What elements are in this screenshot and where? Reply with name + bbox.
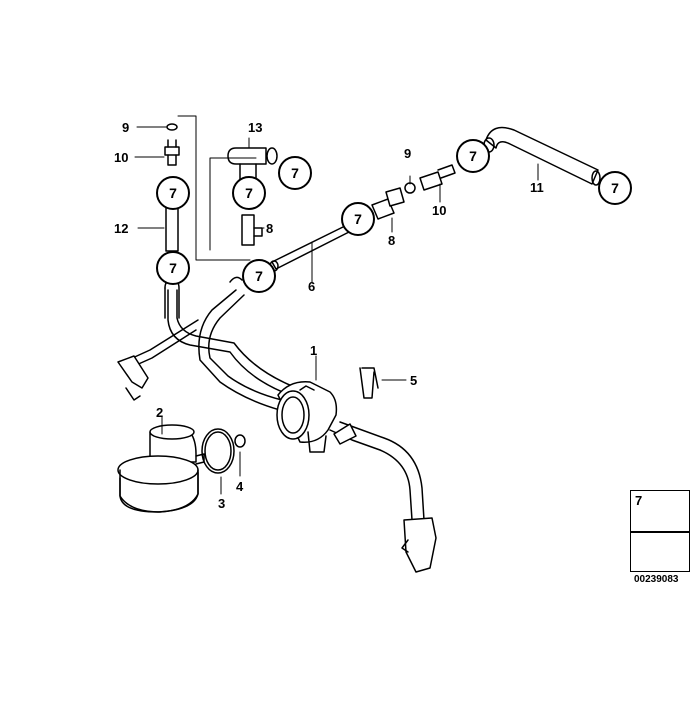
callout-7-g: 7	[456, 139, 490, 173]
clip-5	[359, 367, 379, 399]
label-part-10: 10	[114, 150, 129, 165]
callout-7-h: 7	[598, 171, 632, 205]
label-part-6: 6	[308, 279, 316, 294]
leader-lines	[134, 126, 539, 495]
label-part-2: 2	[156, 405, 164, 420]
label-part-13: 13	[248, 120, 263, 135]
callout-7-d: 7	[278, 156, 312, 190]
label-part-3: 3	[218, 496, 226, 511]
canister-1	[276, 381, 338, 453]
connector-right	[371, 164, 456, 220]
legend-part-number: 7	[635, 493, 643, 508]
assembly-lines	[177, 115, 257, 261]
label-part-10b: 10	[432, 203, 447, 218]
label-part-8a: 8	[266, 221, 274, 236]
hose-6	[269, 225, 350, 272]
callout-7-a: 7	[156, 176, 190, 210]
valve-assembly-left	[164, 123, 180, 319]
callout-7-f: 7	[341, 202, 375, 236]
callout-7-c: 7	[232, 176, 266, 210]
label-part-12: 12	[114, 221, 129, 236]
diagram-id: 00239083	[634, 574, 679, 585]
pump-2	[117, 424, 205, 513]
label-part-11: 11	[530, 180, 544, 195]
label-part-4: 4	[236, 479, 244, 494]
outlet-hose	[329, 421, 437, 573]
callout-7-b: 7	[156, 251, 190, 285]
callout-7-e: 7	[242, 259, 276, 293]
hose-11	[483, 126, 601, 186]
label-part-8b: 8	[388, 233, 396, 248]
pipe-bundle	[117, 276, 293, 411]
legend-box: 7	[630, 490, 690, 572]
label-part-5: 5	[410, 373, 418, 388]
label-part-9b: 9	[404, 146, 412, 161]
label-part-9: 9	[122, 120, 130, 135]
tee-fitting	[227, 147, 278, 181]
seal-rings	[201, 428, 246, 474]
label-part-1: 1	[310, 343, 318, 358]
legend-divider	[631, 531, 689, 533]
